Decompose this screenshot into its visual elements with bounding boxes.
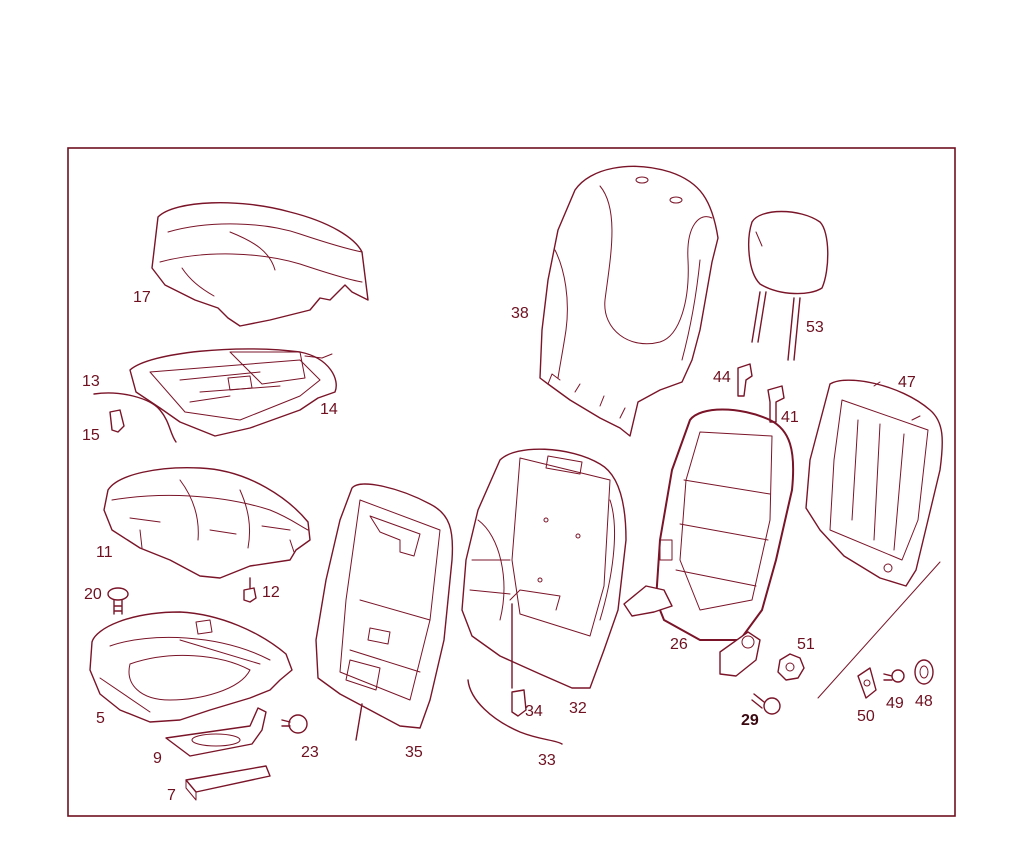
label-11: 11 (96, 544, 113, 561)
label-17: 17 (133, 289, 151, 306)
diagram-frame (67, 147, 956, 817)
label-12: 12 (262, 584, 280, 601)
label-5: 5 (96, 710, 105, 727)
part-20-screw[interactable] (107, 587, 129, 615)
part-14-seat-heater-mat[interactable] (129, 348, 337, 437)
label-47: 47 (898, 374, 916, 391)
label-9: 9 (153, 750, 162, 767)
detail-group-bracket (817, 561, 941, 699)
part-38-backrest-cover[interactable] (539, 165, 719, 437)
part-50-clip[interactable] (857, 667, 877, 699)
part-44-guide-sleeve[interactable] (737, 363, 753, 397)
part-34-clip[interactable] (511, 603, 527, 717)
label-32: 32 (569, 700, 587, 717)
part-47-backrest-rear-panel[interactable] (805, 379, 943, 587)
label-51: 51 (797, 636, 815, 653)
label-33: 33 (538, 752, 556, 769)
part-17-seat-cover[interactable] (151, 202, 369, 327)
part-5-seat-frame[interactable] (89, 611, 293, 723)
label-48: 48 (915, 693, 933, 710)
part-13-cable[interactable] (93, 392, 177, 443)
part-41-guide-sleeve[interactable] (767, 385, 785, 423)
part-32-backrest-shell[interactable] (461, 448, 627, 689)
label-20: 20 (84, 586, 102, 603)
part-33-cable[interactable] (467, 679, 563, 745)
label-35: 35 (405, 744, 423, 761)
label-26: 26 (670, 636, 688, 653)
label-7: 7 (167, 787, 176, 804)
part-15-clip[interactable] (109, 409, 125, 433)
part-53-headrest[interactable] (748, 210, 829, 361)
label-53: 53 (806, 319, 824, 336)
part-9-bracket[interactable] (165, 707, 267, 757)
part-11-seat-cushion[interactable] (103, 467, 311, 579)
part-35-backrest-foam[interactable] (315, 483, 454, 741)
part-49-screw[interactable] (883, 669, 905, 683)
part-23-screw[interactable] (281, 714, 308, 734)
label-13: 13 (82, 373, 100, 390)
part-7-trim-strip[interactable] (185, 765, 271, 801)
part-12-clip[interactable] (243, 577, 257, 603)
label-41: 41 (781, 409, 799, 426)
part-26-backrest-frame[interactable] (623, 408, 795, 677)
label-49: 49 (886, 695, 904, 712)
part-48-grommet[interactable] (914, 659, 934, 685)
part-29-screw[interactable] (751, 693, 781, 715)
label-38: 38 (511, 305, 529, 322)
label-14: 14 (320, 401, 338, 418)
label-29: 29 (741, 712, 759, 729)
label-50: 50 (857, 708, 875, 725)
label-23: 23 (301, 744, 319, 761)
label-15: 15 (82, 427, 100, 444)
label-44: 44 (713, 369, 731, 386)
part-51-retainer[interactable] (777, 653, 805, 681)
label-34: 34 (525, 703, 543, 720)
